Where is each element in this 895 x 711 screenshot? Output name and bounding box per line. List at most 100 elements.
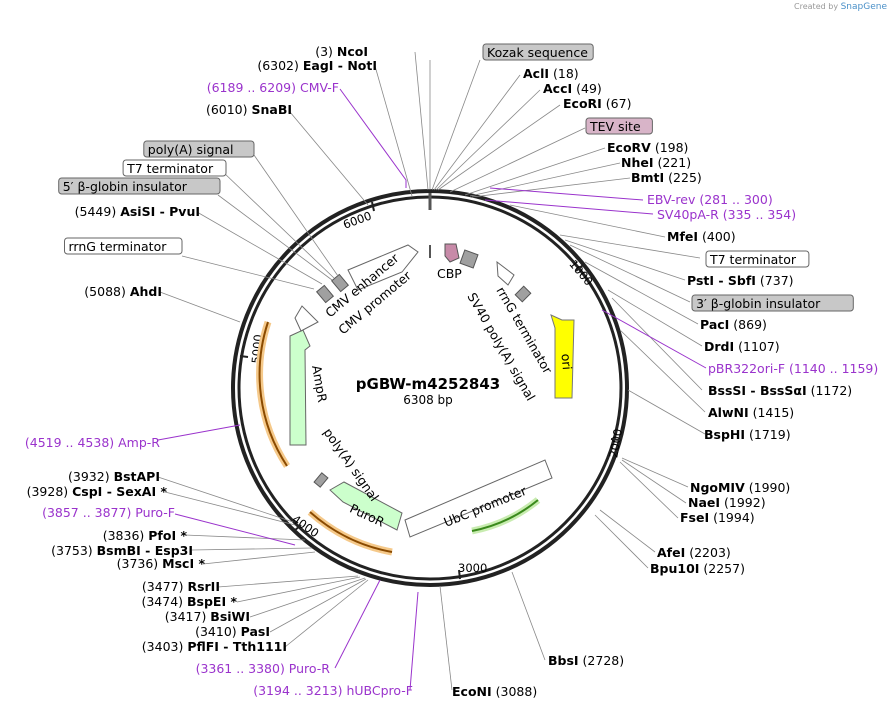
enzyme-pos: (49) [572,81,602,96]
enzyme-label: Bpu10I (2257) [650,561,745,576]
site-label-drdi: DrdI (1107) [704,339,780,354]
plasmid-name: pGBW-m4252843 [356,375,500,393]
enzyme-name: Bpu10I [650,561,699,576]
ampr-feature [289,329,311,446]
feature-box-text: Kozak sequence [487,45,588,60]
enzyme-name: AfeI [657,545,685,560]
tick-3000: 3000 [458,561,487,575]
feature-polya-2 [313,472,329,488]
feature-box [122,159,227,177]
feature-box [585,117,653,135]
site-label-paci: PacI (869) [700,317,767,332]
enzyme-name: PasI [241,624,270,639]
site-label-bsmbi-esp3i: (3753) BsmBI - Esp3I [51,543,193,558]
feature-box-text: TEV site [589,119,641,134]
enzyme-label: FseI (1994) [680,510,755,525]
site-label-kozak-sequence: Kozak sequence [482,43,594,61]
primer-label: (3857 .. 3877) Puro-F [42,505,175,520]
site-label-econi: EcoNI (3088) [452,684,537,699]
enzyme-label: (5088) AhdI [84,284,162,299]
feature-polya-gray [330,273,350,293]
feature-rrng [496,260,515,286]
credit-prefix: Created by [794,2,839,11]
enzyme-pos: (1994) [709,510,755,525]
feature-box [58,177,221,195]
enzyme-pos: (67) [602,96,632,111]
site-label-ncoi: (3) NcoI [315,44,368,59]
site-label-puro-f: (3857 .. 3877) Puro-F [42,505,175,520]
feature-box-text: rrnG terminator [69,239,168,254]
feature-3-insulator [514,285,532,303]
site-label-bspei: (3474) BspEI * [141,594,237,609]
enzyme-pos: (2728) [579,653,625,668]
feature-box [482,43,594,61]
enzyme-pos: (3932) [68,469,114,484]
site-label-snabi: (6010) SnaBI [206,102,292,117]
enzyme-label: (3736) MscI * [117,556,206,571]
site-label-rsrii: (3477) RsrII [142,579,220,594]
site-label-t7-terminator: T7 terminator [705,250,810,268]
primer-arc-amp-left [256,320,290,468]
plasmid-size: 6308 bp [403,393,453,407]
enzyme-label: PstI - SbfI (737) [687,273,794,288]
enzyme-pos: (1172) [807,383,853,398]
enzyme-label: (3403) PflFI - Tth111I [142,639,287,654]
enzyme-label: (3836) PfoI * [103,528,188,543]
site-label-eagi-noti: (6302) EagI - NotI [257,58,377,73]
enzyme-pos: (18) [549,66,579,81]
enzyme-pos: (1990) [745,480,791,495]
enzyme-label: BspHI (1719) [704,427,791,442]
site-label-poly-a-signal: poly(A) signal [143,140,255,158]
enzyme-label: NgoMIV (1990) [690,480,790,495]
enzyme-pos: (221) [654,155,692,170]
site-label-bsphi: BspHI (1719) [704,427,791,442]
site-label-puro-r: (3361 .. 3380) Puro-R [196,661,331,676]
site-label-pflfi-tth111i: (3403) PflFI - Tth111I [142,639,287,654]
site-label-afei: AfeI (2203) [657,545,731,560]
enzyme-pos: (3474) [141,594,187,609]
puror-feature [329,481,403,531]
credit-brand: SnapGene [840,2,887,12]
enzyme-label: NheI (221) [621,155,691,170]
primer-leaders [157,88,707,691]
enzyme-label: (3417) BsiWI [165,609,250,624]
enzyme-name: PstI - SbfI [687,273,756,288]
site-label-t7-terminator: T7 terminator [122,159,227,177]
enzyme-pos: (2257) [699,561,745,576]
enzyme-name: MscI * [162,556,205,571]
enzyme-pos: (3928) [27,484,73,499]
site-label-bbsi: BbsI (2728) [548,653,624,668]
enzyme-pos: (869) [729,317,767,332]
enzyme-name: NgoMIV [690,480,745,495]
tick-marks [239,201,621,580]
site-label-ebv-rev: EBV-rev (281 .. 300) [647,192,773,207]
enzyme-pos: (3088) [492,684,538,699]
enzyme-name: BspHI [704,427,745,442]
enzyme-name: PflFI - Tth111I [187,639,287,654]
primer-label: (3194 .. 3213) hUBCpro-F [253,683,413,698]
enzyme-name: CspI - SexAI * [72,484,167,499]
enzyme-name: AclI [523,66,549,81]
enzyme-label: (3932) BstAPI [68,469,160,484]
site-label-cspi-sexai: (3928) CspI - SexAI * [27,484,168,499]
enzyme-label: EcoRI (67) [563,96,631,111]
site-label-ecorv: EcoRV (198) [607,140,688,155]
enzyme-name: PfoI * [148,528,187,543]
site-label-bpu10i: Bpu10I (2257) [650,561,745,576]
enzyme-name: AsiSI - PvuI [120,204,200,219]
primer-label: (6189 .. 6209) CMV-F [207,80,339,95]
enzyme-name: PacI [700,317,729,332]
tick-2000: 2000 [606,428,625,459]
enzyme-name: AlwNI [708,405,749,420]
enzyme-label: (6010) SnaBI [206,102,292,117]
enzyme-label: (3474) BspEI * [141,594,237,609]
site-label-psti-sbfi: PstI - SbfI (737) [687,273,794,288]
enzyme-label: (3477) RsrII [142,579,220,594]
cbp-label: CBP [437,266,462,281]
enzyme-pos: (1415) [749,405,795,420]
cmv-promoter-feature [294,305,319,332]
ori-feature [550,314,575,399]
enzyme-name: BbsI [548,653,579,668]
site-label-bmti: BmtI (225) [631,170,702,185]
